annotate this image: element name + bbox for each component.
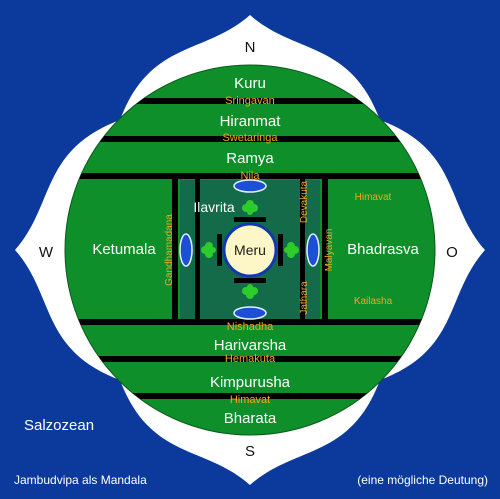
meru-circle <box>222 222 278 278</box>
compass-west: W <box>39 244 54 261</box>
label-swetaringa: Swetaringa <box>222 132 278 144</box>
label-himavat-east: Himavat <box>355 192 392 203</box>
range-hemakuta <box>65 356 435 362</box>
tree-north-icon <box>242 200 258 215</box>
label-bharata: Bharata <box>224 410 277 427</box>
label-gandhamadana: Gandhamadana <box>164 214 175 286</box>
lakes <box>179 179 320 320</box>
lake-west <box>179 233 193 267</box>
label-devakuta: Devakuta <box>299 180 310 223</box>
label-bhadrasva: Bhadrasva <box>347 241 419 258</box>
meru-range-east <box>278 234 283 266</box>
label-harivarsha: Harivarsha <box>214 337 287 354</box>
lake-east <box>306 233 320 267</box>
label-nishadha: Nishadha <box>227 321 274 333</box>
label-jathara: Jathara <box>299 281 310 315</box>
label-kuru: Kuru <box>234 75 266 92</box>
tree-south-icon <box>242 284 258 299</box>
caption-left: Jambudvipa als Mandala <box>14 473 147 487</box>
label-sringavan: Sringavan <box>225 95 275 107</box>
tree-east-icon <box>284 242 299 258</box>
label-salzozean: Salzozean <box>24 417 94 434</box>
mountain-ranges <box>65 98 435 399</box>
lake-north <box>233 179 267 193</box>
range-sringavan <box>65 98 435 104</box>
label-kimpurusha: Kimpurusha <box>210 374 291 391</box>
lake-south <box>233 306 267 320</box>
caption-right: (eine mögliche Deutung) <box>357 473 488 487</box>
meru-ranges <box>217 217 283 283</box>
range-gandhamadana <box>172 179 178 319</box>
compass-south: S <box>245 443 255 460</box>
label-ketumala: Ketumala <box>92 241 156 258</box>
label-nila: Nila <box>241 170 261 182</box>
meru-range-north <box>234 217 266 222</box>
label-ilavrita: Ilavrita <box>193 199 234 215</box>
range-nishadha <box>65 319 435 325</box>
range-swetaringa <box>65 136 435 142</box>
range-nila <box>65 173 435 179</box>
range-devakuta <box>300 179 305 319</box>
compass-north: N <box>245 39 256 56</box>
label-kailasha: Kailasha <box>354 296 393 307</box>
label-hiranmat: Hiranmat <box>220 113 282 130</box>
range-malyavan <box>322 179 328 319</box>
label-ramya: Ramya <box>226 150 274 167</box>
range-himavat <box>65 393 435 399</box>
label-himavat-south: Himavat <box>230 394 270 406</box>
label-hemakuta: Hemakuta <box>225 353 276 365</box>
range-west-inner <box>195 179 200 319</box>
compass-east: O <box>446 244 458 261</box>
tree-west-icon <box>201 242 216 258</box>
label-meru: Meru <box>234 242 266 258</box>
meru-range-south <box>234 278 266 283</box>
trees <box>201 200 299 299</box>
label-malyavan: Malyavan <box>324 229 335 272</box>
meru-range-west <box>217 234 222 266</box>
